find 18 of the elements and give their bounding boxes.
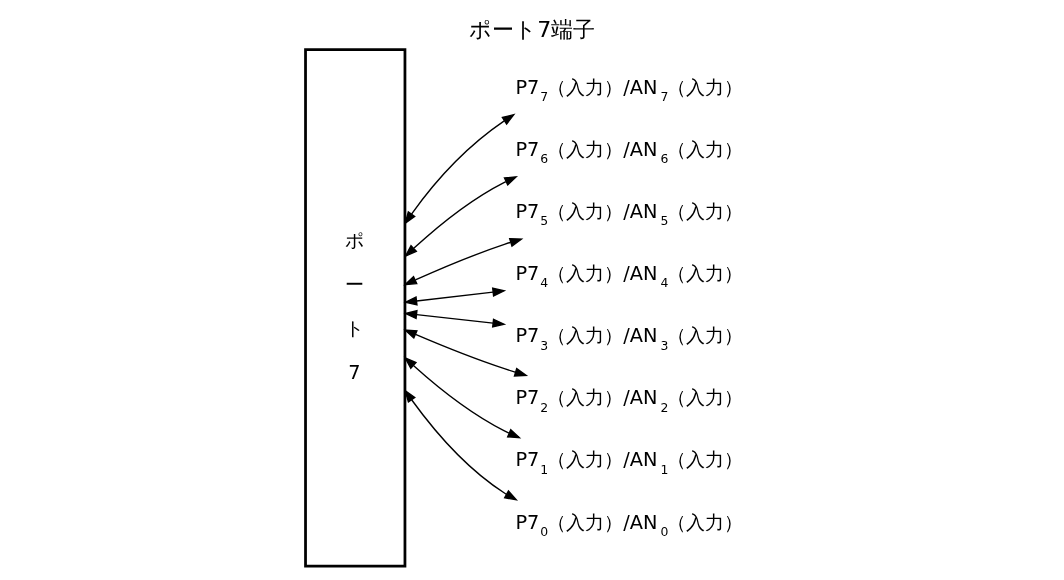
arrow [404,389,519,501]
arrow [403,329,529,377]
node-text: P7$_{6}$（入力）/AN$_{6}$（入力） [515,137,744,167]
node-text: P7$_{1}$（入力）/AN$_{1}$（入力） [515,448,744,477]
arrow [403,113,516,225]
arrow [403,237,524,286]
node-text: P7$_{5}$（入力）/AN$_{5}$（入力） [515,199,744,229]
arrow [403,309,507,328]
arrow [404,175,519,258]
node-text: P7$_{4}$（入力）/AN$_{4}$（入力） [515,261,744,291]
arrow [403,287,507,306]
node-box: ポート7 [304,48,407,568]
node-text: P7$_{2}$（入力）/AN$_{2}$（入力） [515,386,744,415]
diagram-title: ポート7端子 [469,16,596,43]
arrow [403,356,522,439]
node-text: P7$_{3}$（入力）/AN$_{3}$（入力） [515,324,744,353]
node-text: P7$_{0}$（入力）/AN$_{0}$（入力） [515,510,744,539]
node-text: P7$_{7}$（入力）/AN$_{7}$（入力） [515,75,744,104]
